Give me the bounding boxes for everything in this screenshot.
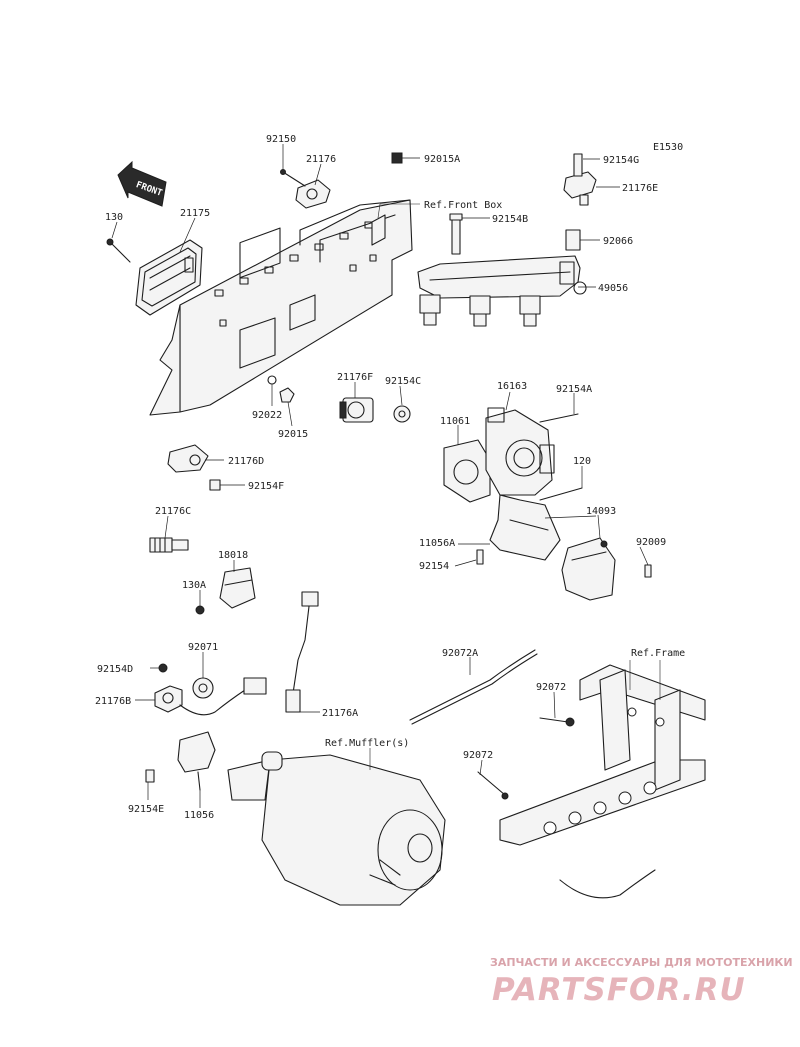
label-92154F: 92154F xyxy=(248,481,284,492)
bolt-92154E xyxy=(145,769,155,783)
sensor-21176A xyxy=(285,591,319,713)
sensor-21176C xyxy=(149,537,189,553)
label-92015: 92015 xyxy=(278,429,308,440)
front-box-bracket xyxy=(149,199,413,416)
bolt-92154D xyxy=(158,663,168,673)
label-92015A: 92015A xyxy=(424,154,460,165)
label-130A: 130A xyxy=(182,580,206,591)
bolt-130A xyxy=(195,605,205,615)
front-direction-arrow: FRONT xyxy=(117,160,167,207)
label-16163: 16163 xyxy=(497,381,527,392)
watermark: ЗАПЧАСТИ И АКСЕССУАРЫ ДЛЯ МОТОТЕХНИКИ PA… xyxy=(490,956,793,1008)
label-92072-lower: 92072 xyxy=(463,750,493,761)
cover-14093 xyxy=(561,537,616,601)
label-92071: 92071 xyxy=(188,642,218,653)
leader-lines xyxy=(111,144,649,808)
muffler xyxy=(227,751,446,906)
label-21176F: 21176F xyxy=(337,372,373,383)
label-92154B: 92154B xyxy=(492,214,528,225)
label-11056: 11056 xyxy=(184,810,214,821)
label-21176B: 21176B xyxy=(95,696,131,707)
label-49056: 49056 xyxy=(598,283,628,294)
label-92154: 92154 xyxy=(419,561,449,572)
bolt-92009 xyxy=(644,564,652,578)
nut-92022 xyxy=(267,375,277,385)
grommet-92154C xyxy=(393,405,411,423)
bracket-11056 xyxy=(177,731,216,791)
label-21176C: 21176C xyxy=(155,506,191,517)
sensor-21176 xyxy=(295,179,331,209)
cable-tie-92072A xyxy=(409,649,538,725)
label-92072-upper: 92072 xyxy=(536,682,566,693)
label-11061: 11061 xyxy=(440,416,470,427)
injector-middle xyxy=(469,295,491,327)
injector-right xyxy=(519,295,541,327)
label-11056A: 11056A xyxy=(419,538,455,549)
sensor-21176B xyxy=(154,677,267,716)
ecu-21175 xyxy=(135,239,203,316)
sensor-21176F xyxy=(339,397,374,423)
label-92154E: 92154E xyxy=(128,804,164,815)
label-92154C: 92154C xyxy=(385,376,421,387)
watermark-tagline: ЗАПЧАСТИ И АКСЕССУАРЫ ДЛЯ МОТОТЕХНИКИ xyxy=(490,956,793,969)
bolt-92154A xyxy=(539,413,579,423)
fuel-rail-49056 xyxy=(417,255,587,299)
nut-92015 xyxy=(279,387,295,403)
sensor-21176D xyxy=(167,444,209,473)
label-ref-frame: Ref.Frame xyxy=(631,648,685,659)
label-21176E: 21176E xyxy=(622,183,658,194)
bolt-92154G xyxy=(573,153,583,177)
bolt-92154F xyxy=(209,479,221,491)
clip-92072-upper xyxy=(539,717,575,727)
diagram-code: E1530 xyxy=(653,142,683,153)
label-92009: 92009 xyxy=(636,537,666,548)
grommet-92071 xyxy=(192,677,214,699)
label-21176: 21176 xyxy=(306,154,336,165)
ref-lines xyxy=(369,203,661,770)
bracket-18018 xyxy=(219,567,256,609)
label-18018: 18018 xyxy=(218,550,248,561)
label-92072A: 92072A xyxy=(442,648,478,659)
bolt-130 xyxy=(106,238,131,263)
watermark-brand: PARTSFOR.RU xyxy=(492,972,746,1008)
label-ref-front-box: Ref.Front Box xyxy=(424,200,502,211)
frame xyxy=(499,664,706,899)
label-21176D: 21176D xyxy=(228,456,264,467)
label-92066: 92066 xyxy=(603,236,633,247)
label-92154G: 92154G xyxy=(603,155,639,166)
gasket-11061 xyxy=(443,439,491,503)
clip-92072-lower xyxy=(477,771,509,800)
throttle-body-16163 xyxy=(485,407,555,496)
label-21175: 21175 xyxy=(180,208,210,219)
label-92150: 92150 xyxy=(266,134,296,145)
label-21176A: 21176A xyxy=(322,708,358,719)
label-ref-muffler: Ref.Muffler(s) xyxy=(325,738,409,749)
bolt-92154 xyxy=(476,549,484,565)
bolt-92150 xyxy=(280,169,306,187)
injector-left xyxy=(419,294,441,326)
part-labels: 92150 21176 92015A 130 21175 Ref.Front B… xyxy=(95,134,685,821)
label-120: 120 xyxy=(573,456,591,467)
cap-92066 xyxy=(565,229,581,251)
bolt-92154B xyxy=(449,213,463,255)
label-92154A: 92154A xyxy=(556,384,592,395)
nut-92015A xyxy=(391,152,403,164)
label-130: 130 xyxy=(105,212,123,223)
bolt-120 xyxy=(539,487,583,501)
label-92022: 92022 xyxy=(252,410,282,421)
bracket-11056A xyxy=(489,494,561,561)
label-92154D: 92154D xyxy=(97,664,133,675)
label-14093: 14093 xyxy=(586,506,616,517)
sensor-21176E xyxy=(563,171,597,206)
